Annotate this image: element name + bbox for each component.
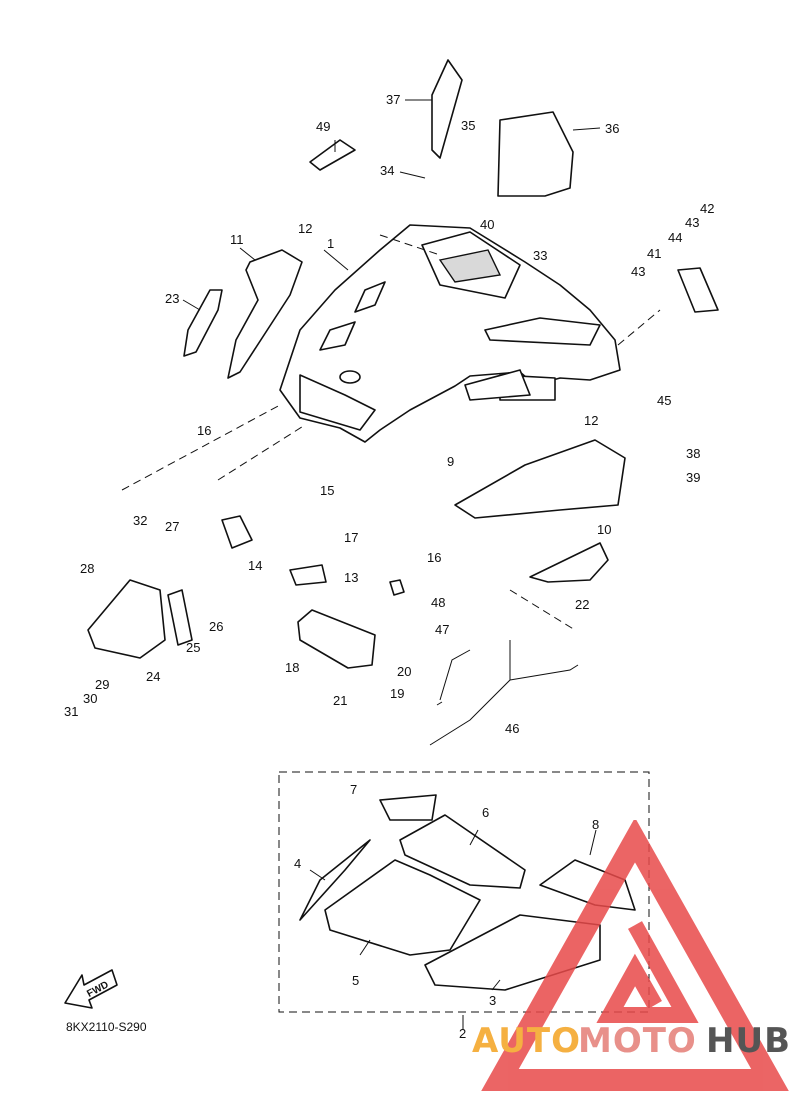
callout-36: 36 [605, 121, 619, 136]
callout-38: 38 [686, 446, 700, 461]
callout-11: 11 [230, 232, 244, 247]
callout-34: 34 [380, 163, 394, 178]
automotohub-watermark-logo: AUTO MOTO HUB [472, 820, 791, 1091]
callout-35: 35 [461, 118, 475, 133]
callout-43-upper: 43 [685, 215, 699, 230]
windscreen-part [309, 59, 719, 313]
leader-lines [121, 99, 661, 1030]
drawing-code: 8KX2110-S290 [66, 1020, 147, 1034]
callout-1: 1 [327, 236, 334, 251]
callout-26: 26 [209, 619, 223, 634]
watermark-text-hub: HUB [706, 1021, 791, 1061]
callout-labels: 1 2 3 4 5 6 7 8 9 10 11 12 12 13 14 15 1… [64, 92, 714, 1041]
callout-17: 17 [344, 530, 358, 545]
callout-23: 23 [165, 291, 179, 306]
callout-4: 4 [294, 856, 301, 871]
callout-24: 24 [146, 669, 160, 684]
callout-37: 37 [386, 92, 400, 107]
callout-42: 42 [700, 201, 714, 216]
callout-33: 33 [533, 248, 547, 263]
right-scoop-part [454, 439, 626, 583]
callout-40: 40 [480, 217, 494, 232]
front-cowling-part [279, 224, 621, 443]
callout-41: 41 [647, 246, 661, 261]
callout-27: 27 [165, 519, 179, 534]
callout-47: 47 [435, 622, 449, 637]
callout-25: 25 [186, 640, 200, 655]
callout-28: 28 [80, 561, 94, 576]
callout-45: 45 [657, 393, 671, 408]
callout-8: 8 [592, 817, 599, 832]
callout-31: 31 [64, 704, 78, 719]
callout-7: 7 [350, 782, 357, 797]
lower-grill-part [221, 515, 405, 669]
watermark-triangle-icon [481, 820, 789, 1091]
callout-13: 13 [344, 570, 358, 585]
watermark-text-auto: AUTO [472, 1021, 581, 1061]
callout-5: 5 [352, 973, 359, 988]
callout-32: 32 [133, 513, 147, 528]
left-side-panel-part [183, 249, 303, 379]
callout-15: 15 [320, 483, 334, 498]
callout-16-right: 16 [427, 550, 441, 565]
callout-19: 19 [390, 686, 404, 701]
callout-14: 14 [248, 558, 262, 573]
callout-46: 46 [505, 721, 519, 736]
callout-43-lower: 43 [631, 264, 645, 279]
callout-22: 22 [575, 597, 589, 612]
callout-10: 10 [597, 522, 611, 537]
callout-29: 29 [95, 677, 109, 692]
forward-arrow-icon: FWD [64, 969, 118, 1009]
callout-49: 49 [316, 119, 330, 134]
callout-16-left: 16 [197, 423, 211, 438]
watermark-text-moto: MOTO [578, 1021, 697, 1061]
callout-48: 48 [431, 595, 445, 610]
callout-18: 18 [285, 660, 299, 675]
headlight-housing-part [87, 579, 193, 659]
callout-2: 2 [459, 1026, 466, 1041]
callout-30: 30 [83, 691, 97, 706]
callout-6: 6 [482, 805, 489, 820]
callout-39: 39 [686, 470, 700, 485]
callout-12-upper: 12 [298, 221, 312, 236]
callout-44: 44 [668, 230, 682, 245]
cable-part [429, 640, 579, 746]
callout-12-lower: 12 [584, 413, 598, 428]
callout-3: 3 [489, 993, 496, 1008]
callout-20: 20 [397, 664, 411, 679]
callout-9: 9 [447, 454, 454, 469]
callout-21: 21 [333, 693, 347, 708]
